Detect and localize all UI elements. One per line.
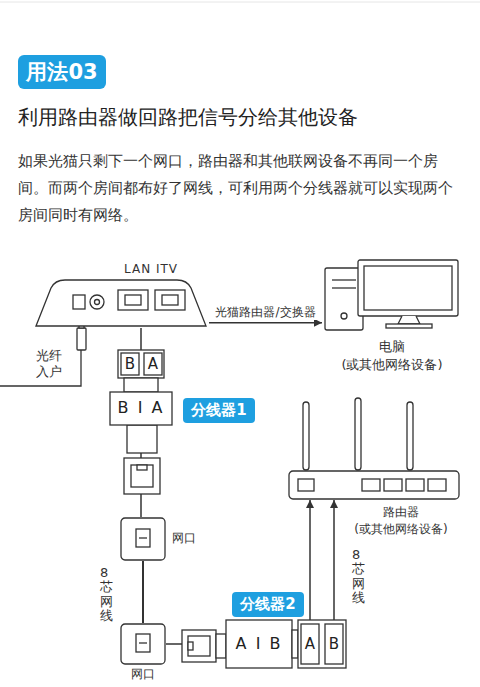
port-letter: A [301, 633, 319, 655]
splitter-badge: 分线器1 [183, 398, 255, 423]
optical-modem: LAN ITV [33, 262, 209, 328]
node-text: LAN ITV [111, 262, 191, 277]
node-text: 路由器 (或其他网络设备) [342, 504, 460, 538]
cable-label: 8芯网线 [100, 566, 113, 623]
port-letter: B [325, 633, 343, 655]
node-outline [288, 470, 460, 500]
node-outline [322, 258, 462, 332]
cable-connector [309, 500, 311, 620]
fiber-cable [0, 323, 86, 386]
node-text: 网口 [120, 667, 166, 682]
cable-connector [142, 561, 144, 623]
computer-icon: 电脑 (或其他网络设备) [322, 258, 462, 332]
node-outline [120, 623, 166, 665]
cable-label: 8芯网线 [352, 548, 365, 605]
port-letter: B [121, 354, 139, 374]
node-text: 分线器1 [191, 401, 246, 420]
usage-badge: 用法03 [18, 55, 106, 89]
node-text: A I B [226, 620, 292, 668]
cable-connector [333, 500, 335, 620]
edge-label: 光猫路由器/交换器 [213, 305, 317, 320]
intro-paragraph: 如果光猫只剩下一个网口，路由器和其他联网设备不再同一个房间。而两个房间都布好了网… [18, 148, 466, 229]
splitter2-plug [182, 630, 226, 662]
port-letter: A [144, 354, 162, 374]
page-title: 利用路由器做回路把信号分给其他设备 [18, 104, 358, 130]
router-antennas [303, 398, 413, 470]
node-text: 网口 [172, 531, 196, 546]
node-text: 电脑 (或其他网络设备) [332, 338, 452, 374]
wall-jack: 网口 [120, 623, 166, 665]
splitter-badge: 分线器2 [232, 592, 304, 617]
node-outline [33, 262, 209, 328]
router-icon: 路由器 (或其他网络设备) [288, 470, 460, 500]
cable-connector [140, 328, 142, 350]
node-outline [120, 517, 166, 561]
cable-connector [209, 322, 322, 324]
node-text: 分线器2 [240, 595, 295, 614]
top-rule [0, 2, 480, 3]
node-text: 用法03 [26, 59, 97, 85]
splitter-body: B I A [110, 350, 172, 425]
wall-jack: 网口 [120, 517, 166, 561]
node-text: B I A [110, 394, 172, 422]
splitter1-plug [124, 425, 160, 494]
fiber-label: 光纤 入户 [36, 348, 68, 380]
